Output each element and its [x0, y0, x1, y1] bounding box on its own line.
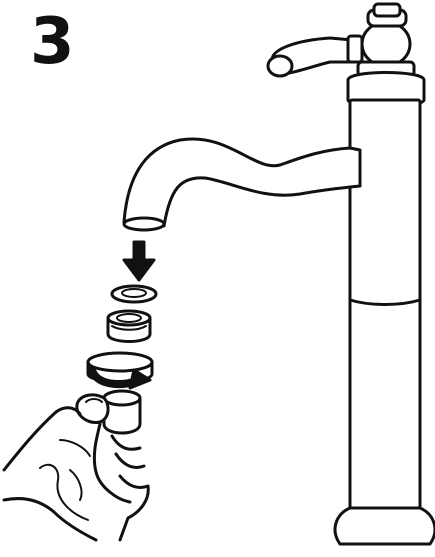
hand-icon	[4, 391, 148, 540]
aerator-insert-icon	[108, 311, 150, 342]
arrow-down-icon	[124, 242, 154, 280]
faucet-icon	[124, 4, 435, 544]
washer-icon	[112, 286, 156, 302]
